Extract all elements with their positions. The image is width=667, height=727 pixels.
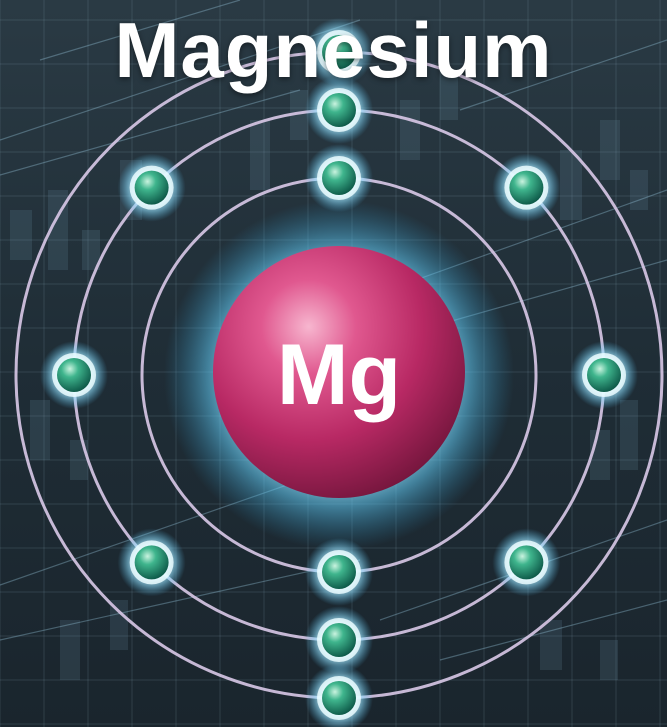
background-bar bbox=[600, 640, 618, 680]
element-title: Magnesium bbox=[114, 6, 553, 94]
electron-core bbox=[322, 555, 356, 589]
light-streak bbox=[0, 89, 301, 176]
electron-core bbox=[322, 93, 356, 127]
background-bar bbox=[110, 600, 128, 650]
electron bbox=[305, 664, 373, 727]
electron bbox=[117, 528, 186, 597]
electron bbox=[492, 153, 561, 222]
electron bbox=[305, 606, 373, 674]
electron bbox=[305, 538, 373, 606]
element-symbol: Mg bbox=[277, 327, 401, 423]
electron bbox=[305, 144, 373, 212]
electron-core bbox=[57, 358, 91, 392]
electron-core bbox=[587, 358, 621, 392]
nucleus bbox=[213, 246, 465, 498]
electron-core bbox=[322, 35, 356, 69]
electron bbox=[305, 76, 373, 144]
background-bar bbox=[290, 90, 308, 140]
electron bbox=[117, 153, 186, 222]
background-bar bbox=[440, 70, 458, 120]
background-bar bbox=[630, 170, 648, 210]
electron bbox=[40, 341, 108, 409]
electron bbox=[492, 528, 561, 597]
electron-core bbox=[134, 170, 169, 205]
background-bar bbox=[620, 400, 638, 470]
light-streak bbox=[439, 599, 667, 661]
electron bbox=[570, 341, 638, 409]
background-bar bbox=[400, 100, 420, 160]
background-bar bbox=[540, 620, 562, 670]
light-streak bbox=[459, 39, 667, 111]
electron bbox=[305, 18, 373, 86]
light-streak bbox=[0, 19, 361, 141]
background-bar bbox=[250, 120, 270, 190]
background-bar bbox=[82, 230, 100, 270]
background-bar bbox=[600, 120, 620, 180]
light-streak bbox=[39, 0, 241, 61]
background-bar bbox=[30, 400, 50, 460]
electron-core bbox=[509, 170, 544, 205]
electron-core bbox=[322, 681, 356, 715]
electron-core bbox=[509, 545, 544, 580]
electron-core bbox=[322, 623, 356, 657]
background-bar bbox=[48, 190, 68, 270]
background-bar bbox=[60, 620, 80, 680]
electron-core bbox=[322, 161, 356, 195]
background-bar bbox=[10, 210, 32, 260]
light-streak bbox=[0, 559, 361, 641]
electron-core bbox=[134, 545, 169, 580]
background-bar bbox=[560, 150, 582, 220]
